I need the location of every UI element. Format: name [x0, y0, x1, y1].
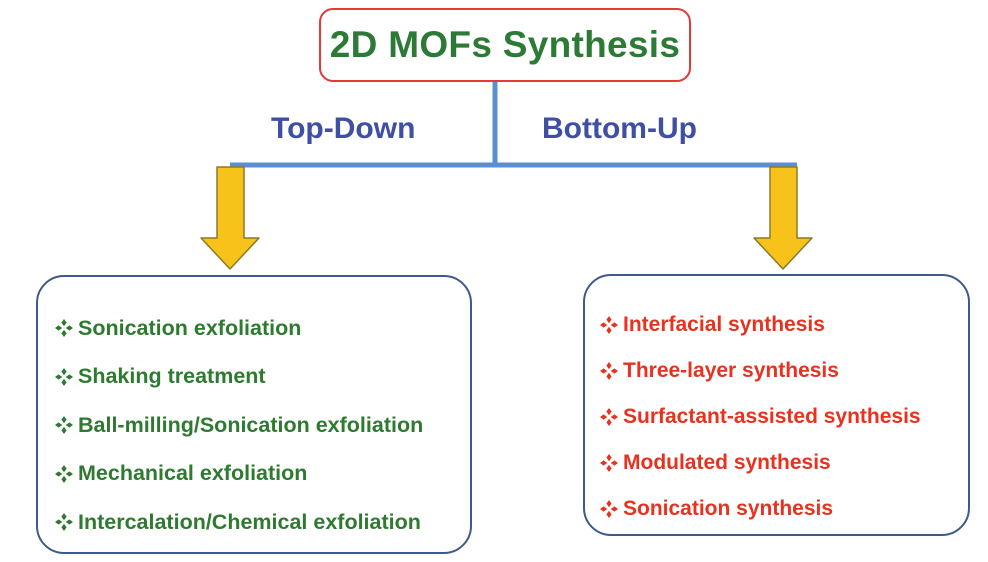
branch-label-bottom-up: Bottom-Up	[542, 112, 697, 145]
diamond-bullet-icon	[599, 315, 619, 335]
diamond-bullet-icon	[599, 453, 619, 473]
list-item-label: Sonication synthesis	[623, 497, 834, 520]
bottom-up-panel: Interfacial synthesis Three-layer synthe…	[583, 274, 970, 536]
diamond-bullet-icon	[54, 512, 74, 532]
bottom-up-list: Interfacial synthesis Three-layer synthe…	[599, 302, 921, 532]
title-box: 2D MOFs Synthesis	[319, 8, 691, 82]
diamond-bullet-icon	[54, 367, 74, 387]
arrow-down-right	[753, 166, 813, 270]
diamond-bullet-icon	[54, 464, 74, 484]
diamond-bullet-icon	[599, 407, 619, 427]
list-item: Mechanical exfoliation	[54, 450, 423, 499]
list-item: Surfactant-assisted synthesis	[599, 394, 921, 440]
list-item-label: Mechanical exfoliation	[78, 461, 308, 486]
list-item: Intercalation/Chemical exfoliation	[54, 498, 423, 547]
list-item: Sonication exfoliation	[54, 304, 423, 353]
diamond-bullet-icon	[54, 318, 74, 338]
list-item: Sonication synthesis	[599, 486, 921, 532]
list-item-label: Shaking treatment	[78, 364, 266, 389]
list-item: Three-layer synthesis	[599, 348, 921, 394]
list-item: Modulated synthesis	[599, 440, 921, 486]
list-item: Interfacial synthesis	[599, 302, 921, 348]
diamond-bullet-icon	[54, 415, 74, 435]
list-item: Ball-milling/Sonication exfoliation	[54, 401, 423, 450]
branch-label-top-down: Top-Down	[271, 112, 416, 145]
list-item: Shaking treatment	[54, 353, 423, 402]
diamond-bullet-icon	[599, 361, 619, 381]
diagram-title: 2D MOFs Synthesis	[329, 24, 681, 65]
list-item-label: Modulated synthesis	[623, 451, 831, 474]
list-item-label: Sonication exfoliation	[78, 315, 302, 340]
top-down-list: Sonication exfoliation Shaking treatment…	[54, 304, 423, 547]
arrow-down-left	[200, 166, 260, 270]
list-item-label: Ball-milling/Sonication exfoliation	[78, 412, 424, 437]
list-item-label: Intercalation/Chemical exfoliation	[78, 509, 421, 534]
list-item-label: Interfacial synthesis	[623, 313, 825, 336]
list-item-label: Three-layer synthesis	[623, 359, 839, 382]
diamond-bullet-icon	[599, 499, 619, 519]
top-down-panel: Sonication exfoliation Shaking treatment…	[36, 275, 472, 554]
list-item-label: Surfactant-assisted synthesis	[623, 405, 921, 428]
